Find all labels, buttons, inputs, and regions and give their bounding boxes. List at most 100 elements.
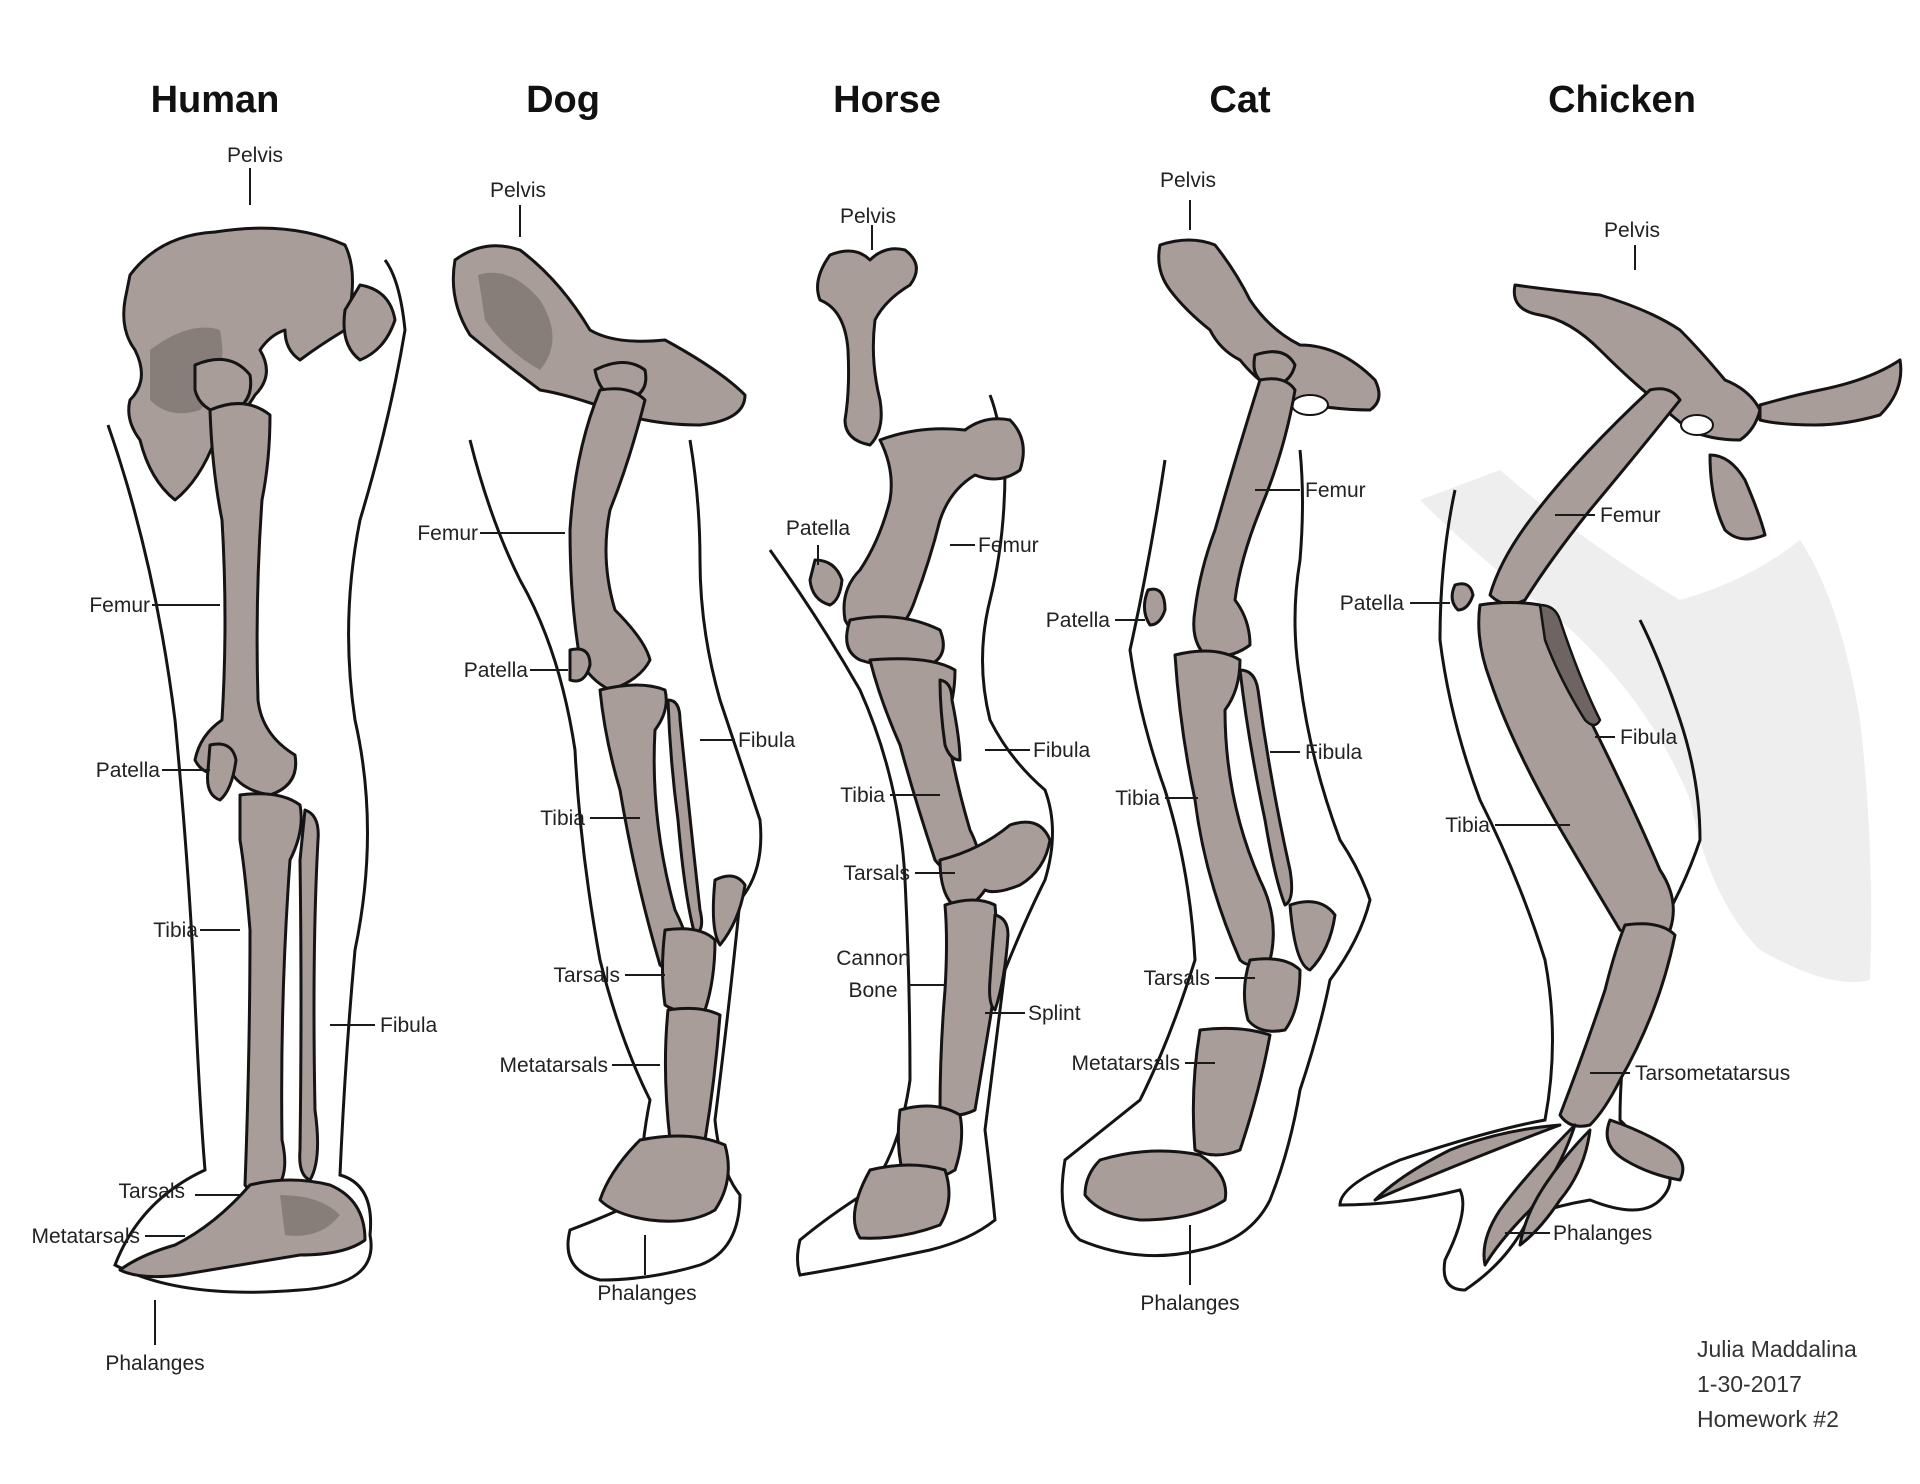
chicken-tarsometatarsus xyxy=(1558,922,1677,1128)
cat-leg: Pelvis Femur Patella Fibula Tibia Tarsal… xyxy=(1046,169,1381,1315)
human-tarsal-shade xyxy=(280,1195,340,1236)
dog-tibia-label: Tibia xyxy=(540,807,585,830)
dog-patella xyxy=(568,647,592,683)
human-fibula xyxy=(298,808,320,1182)
cat-tarsals xyxy=(1243,957,1302,1033)
chicken-pelvis-foramen xyxy=(1680,414,1714,436)
dog-phalanges-label: Phalanges xyxy=(597,1282,696,1305)
credit-date: 1-30-2017 xyxy=(1697,1371,1802,1397)
horse-femur xyxy=(842,417,1025,647)
horse-patella-label: Patella xyxy=(786,517,851,540)
dog-patella-label: Patella xyxy=(464,659,529,682)
human-leg: Pelvis Femur Patella Tibia Fibula Tarsal… xyxy=(31,144,437,1375)
horse-pelvis-label: Pelvis xyxy=(840,205,896,228)
human-patella-label: Patella xyxy=(96,759,161,782)
cat-patella xyxy=(1143,587,1167,627)
dog-tarsals xyxy=(661,927,717,1014)
horse-cannon-bone xyxy=(938,898,999,1117)
human-tibia-label: Tibia xyxy=(153,919,198,942)
chicken-toe-right xyxy=(1518,1128,1592,1247)
horse-femur-label: Femur xyxy=(978,534,1039,557)
human-femur xyxy=(193,402,298,797)
dog-title: Dog xyxy=(526,79,600,121)
human-fibula-label: Fibula xyxy=(380,1014,438,1037)
credit-name: Julia Maddalina xyxy=(1697,1336,1857,1362)
cat-metatarsals-label: Metatarsals xyxy=(1071,1052,1180,1075)
cat-femur xyxy=(1192,377,1297,658)
chicken-pelvis-label: Pelvis xyxy=(1604,219,1660,242)
chicken-toe-left xyxy=(1373,1123,1562,1202)
horse-splint-label: Splint xyxy=(1028,1002,1081,1025)
dog-leg-silhouette xyxy=(468,439,763,1282)
cat-femur-head xyxy=(1252,350,1297,387)
chicken-tarsometatarsus-label: Tarsometatarsus xyxy=(1635,1062,1790,1085)
credit-assignment: Homework #2 xyxy=(1697,1406,1839,1432)
human-tibia xyxy=(238,792,303,1196)
horse-leg: Pelvis Patella Femur Fibula Tibia Tarsal… xyxy=(768,205,1091,1277)
horse-tibia-label: Tibia xyxy=(840,784,885,807)
dog-femur-label: Femur xyxy=(417,522,478,545)
horse-fibula-label: Fibula xyxy=(1033,739,1091,762)
dog-pelvis-shade xyxy=(478,272,553,370)
chicken-fibula xyxy=(1538,603,1602,727)
chicken-fibula-label: Fibula xyxy=(1620,726,1678,749)
chicken-title: Chicken xyxy=(1548,79,1696,121)
human-patella xyxy=(206,742,238,802)
dog-femur xyxy=(568,387,652,692)
human-sacrum xyxy=(342,283,397,362)
cat-obturator-foramen xyxy=(1291,394,1329,416)
dog-metatarsals-label: Metatarsals xyxy=(499,1054,608,1077)
human-metatarsals-label: Metatarsals xyxy=(31,1225,140,1248)
human-title: Human xyxy=(151,79,280,121)
chicken-femur xyxy=(1488,387,1682,606)
chicken-phalanges-label: Phalanges xyxy=(1553,1222,1652,1245)
horse-pelvis xyxy=(816,247,918,447)
credit-block: Julia Maddalina 1-30-2017 Homework #2 xyxy=(1697,1336,1857,1432)
horse-tarsals-label: Tarsals xyxy=(843,862,910,885)
chicken-pelvis xyxy=(1512,283,1762,442)
dog-paw xyxy=(598,1134,730,1223)
cat-metatarsals xyxy=(1191,1026,1272,1157)
dog-pelvis-label: Pelvis xyxy=(490,179,546,202)
cat-pelvis-label: Pelvis xyxy=(1160,169,1216,192)
chicken-leg: Pelvis Femur Patella Fibula Tibia Tarsom… xyxy=(1338,219,1903,1292)
cat-fibula-label: Fibula xyxy=(1305,741,1363,764)
human-femur-label: Femur xyxy=(89,594,150,617)
dog-leg: Pelvis Femur Patella Fibula Tibia Tarsal… xyxy=(417,179,795,1305)
cat-fibula xyxy=(1238,668,1294,907)
human-femur-head xyxy=(193,357,253,417)
cat-femur-label: Femur xyxy=(1305,479,1366,502)
horse-patella xyxy=(808,558,844,607)
chicken-toe-rear xyxy=(1605,1118,1685,1182)
horse-hoof xyxy=(852,1163,951,1240)
cat-patella-label: Patella xyxy=(1046,609,1111,632)
dog-fibula-label: Fibula xyxy=(738,729,796,752)
dog-fibula xyxy=(666,698,704,937)
chicken-patella-label: Patella xyxy=(1340,592,1405,615)
chicken-background-shading xyxy=(1420,470,1872,982)
chicken-femur-label: Femur xyxy=(1600,504,1661,527)
cat-leg-silhouette xyxy=(1060,449,1372,1258)
horse-title: Horse xyxy=(833,79,941,121)
cat-paw xyxy=(1083,1149,1228,1222)
human-pelvis-label: Pelvis xyxy=(227,144,283,167)
cat-tibia-label: Tibia xyxy=(1115,787,1160,810)
cat-phalanges-label: Phalanges xyxy=(1140,1292,1239,1315)
cat-pelvis xyxy=(1157,238,1381,412)
dog-hock-tip xyxy=(711,874,747,947)
horse-splint-bone xyxy=(988,913,1010,1012)
chicken-patella xyxy=(1450,582,1475,612)
horse-fibula xyxy=(938,678,962,762)
horse-pastern xyxy=(896,1104,964,1183)
horse-cannon-label-line1: Cannon xyxy=(836,947,910,970)
cat-hock xyxy=(1288,900,1337,972)
human-phalanges-label: Phalanges xyxy=(105,1352,204,1375)
cat-tarsals-label: Tarsals xyxy=(1143,967,1210,990)
horse-cannon-label-line2: Bone xyxy=(848,979,897,1002)
dog-tarsals-label: Tarsals xyxy=(553,964,620,987)
horse-leg-silhouette xyxy=(768,394,1054,1277)
human-tarsals-label: Tarsals xyxy=(118,1180,185,1203)
cat-title: Cat xyxy=(1209,79,1271,121)
chicken-tibia-label: Tibia xyxy=(1445,814,1490,837)
